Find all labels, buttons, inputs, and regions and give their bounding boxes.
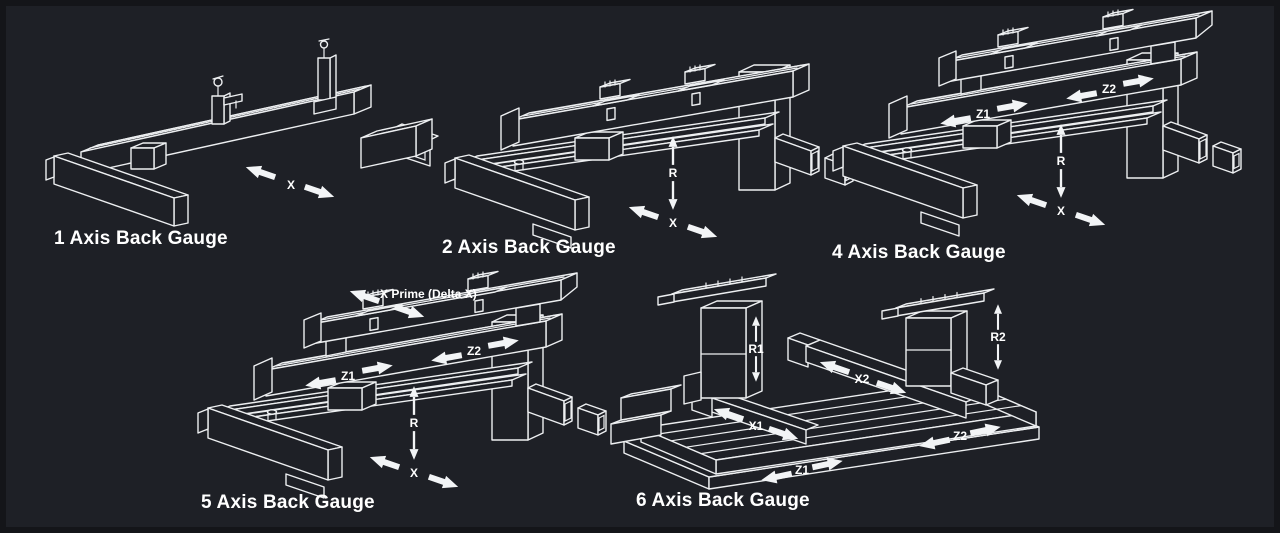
x-prime-axis-annotation: X Prime (Delta X) [347, 284, 477, 324]
five-axis-machine-body [197, 313, 607, 499]
x-axis-label: X [1057, 204, 1065, 218]
r1-axis-label: R1 [748, 342, 764, 356]
z1-axis-annotation: Z1 [304, 358, 394, 393]
z2-axis-label: Z2 [953, 429, 967, 443]
r-axis-label: R [410, 416, 419, 430]
z2-axis-annotation: Z2 [917, 420, 1003, 453]
r1-axis-annotation: R1 [748, 315, 764, 383]
machine-drawing-4-axis: Z1 Z2 R X [832, 8, 1242, 237]
x2-axis-label: X2 [855, 372, 870, 386]
z1-axis-label: Z1 [976, 107, 990, 121]
x-axis-label: X [669, 216, 677, 230]
one-axis-machine-body [45, 38, 439, 227]
z2-axis-annotation: Z2 [1065, 71, 1155, 106]
z1-axis-label: Z1 [341, 369, 355, 383]
figure-caption: 6 Axis Back Gauge [636, 490, 810, 511]
x-axis-annotation: X [1014, 188, 1108, 232]
z2-axis-label: Z2 [467, 344, 481, 358]
r-axis-annotation: R [408, 384, 420, 462]
x-axis-annotation: X [367, 450, 461, 494]
machine-drawing-1-axis: X [45, 38, 439, 227]
r2-axis-label: R2 [990, 330, 1006, 344]
arrow-down-right-icon [302, 180, 337, 204]
six-axis-machine-body: R1 [610, 273, 1040, 490]
x-axis-annotation: X [626, 200, 720, 244]
x-axis-annotation: X [243, 160, 337, 204]
r-axis-label: R [1057, 154, 1066, 168]
x-axis-label: X [287, 178, 295, 192]
z2-axis-label: Z2 [1102, 82, 1116, 96]
r-axis-annotation: R [667, 134, 679, 212]
arrow-up-left-icon [367, 450, 402, 474]
figure-caption: 1 Axis Back Gauge [54, 228, 228, 249]
x2-axis-annotation: X2 [817, 355, 909, 400]
z1-axis-annotation: Z1 [759, 454, 845, 487]
r-axis-annotation: R [1055, 122, 1067, 200]
machine-drawing-5-axis: X Prime (Delta X) Z1 Z2 R [197, 270, 607, 499]
r-axis-label: R [669, 166, 678, 180]
z2-axis-annotation: Z2 [430, 333, 520, 368]
arrow-down-right-icon [426, 470, 461, 494]
figure-caption: 4 Axis Back Gauge [832, 242, 1006, 263]
figure-caption: 5 Axis Back Gauge [201, 492, 375, 513]
arrow-down-right-icon [685, 220, 720, 244]
r2-axis-annotation: R2 [990, 303, 1006, 371]
figure-caption: 2 Axis Back Gauge [442, 237, 616, 258]
x-axis-label: X [410, 466, 418, 480]
four-axis-machine-body [832, 51, 1242, 237]
arrow-up-left-icon [1014, 188, 1049, 212]
arrow-down-right-icon [1073, 208, 1108, 232]
z1-axis-label: Z1 [795, 463, 809, 477]
arrow-up-left-icon [626, 200, 661, 224]
x-prime-axis-label: X Prime (Delta X) [380, 287, 477, 301]
arrow-up-left-icon [243, 160, 278, 184]
machine-drawing-2-axis: R X [444, 63, 854, 249]
machine-drawing-6-axis: R1 [610, 273, 1040, 490]
two-axis-machine-body [444, 63, 854, 249]
x1-axis-annotation: X1 [711, 402, 801, 446]
z1-axis-annotation: Z1 [939, 96, 1029, 131]
x1-axis-label: X1 [749, 419, 764, 433]
